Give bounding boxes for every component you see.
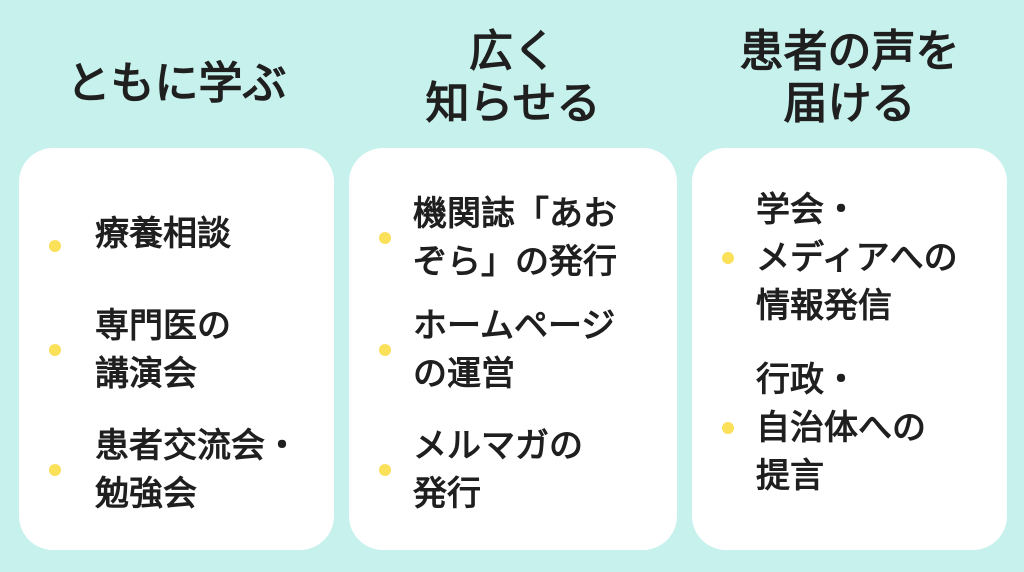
bullet-dot-icon	[49, 344, 61, 356]
bullet-dot-icon	[722, 252, 734, 264]
bullet-dot-icon	[49, 464, 61, 476]
activity-card: 学会・ メディアへの 情報発信 行政・ 自治体への 提言	[692, 148, 1007, 550]
list-item-line: 機関誌「あお	[413, 194, 617, 234]
heading-line: ともに学ぶ	[66, 58, 287, 109]
list-item-line: 発行	[413, 474, 481, 514]
column-learn-together: ともに学ぶ 療養相談 専門医の 講演会 患者交流会・ 勉強会	[19, 0, 334, 572]
activity-card: 機関誌「あお ぞら」の発行 ホームページ の運営 メルマガの 発行	[349, 148, 677, 550]
list-item-line: 患者交流会・	[95, 426, 299, 466]
heading-line: 知らせる	[425, 78, 601, 129]
activity-card: 療養相談 専門医の 講演会 患者交流会・ 勉強会	[19, 148, 334, 550]
bullet-dot-icon	[379, 464, 391, 476]
list-item-line: 自治体への	[756, 408, 926, 448]
column-heading: ともに学ぶ	[19, 58, 334, 110]
list-item-text: メルマガの 発行	[413, 422, 669, 518]
list-item-line: 情報発信	[756, 286, 892, 326]
list-item-line: の運営	[413, 354, 515, 394]
bullet-dot-icon	[49, 240, 61, 252]
list-item-line: 行政・	[756, 360, 858, 400]
list-item-line: 学会・	[756, 190, 858, 230]
list-item-line: メルマガの	[413, 426, 583, 466]
list-item-text: 患者交流会・ 勉強会	[95, 422, 326, 518]
list-item-line: ぞら」の発行	[413, 242, 617, 282]
list-item-line: 勉強会	[95, 474, 197, 514]
list-item-text: ホームページ の運営	[413, 302, 669, 398]
list-item-line: 療養相談	[95, 214, 231, 254]
bullet-dot-icon	[379, 344, 391, 356]
list-item-text: 機関誌「あお ぞら」の発行	[413, 190, 669, 286]
bullet-dot-icon	[722, 422, 734, 434]
heading-line: 届ける	[783, 78, 916, 129]
column-spread-widely: 広く 知らせる 機関誌「あお ぞら」の発行 ホームページ の運営	[349, 0, 677, 572]
bullet-dot-icon	[379, 232, 391, 244]
list-item-line: ホームページ	[413, 306, 616, 346]
list-item-text: 専門医の 講演会	[95, 302, 326, 398]
column-heading: 広く 知らせる	[349, 26, 677, 130]
list-item-text: 学会・ メディアへの 情報発信	[756, 186, 999, 330]
column-heading: 患者の声を 届ける	[692, 26, 1007, 130]
list-item-line: 提言	[756, 456, 824, 496]
list-item-text: 療養相談	[95, 210, 326, 258]
list-item-line: メディアへの	[756, 238, 958, 278]
list-item-text: 行政・ 自治体への 提言	[756, 356, 999, 500]
list-item-line: 専門医の	[95, 306, 231, 346]
list-item-line: 講演会	[95, 354, 197, 394]
column-deliver-voices: 患者の声を 届ける 学会・ メディアへの 情報発信 行政・ 自治体への 提言	[692, 0, 1007, 572]
heading-line: 広く	[469, 26, 557, 77]
heading-line: 患者の声を	[739, 26, 960, 77]
